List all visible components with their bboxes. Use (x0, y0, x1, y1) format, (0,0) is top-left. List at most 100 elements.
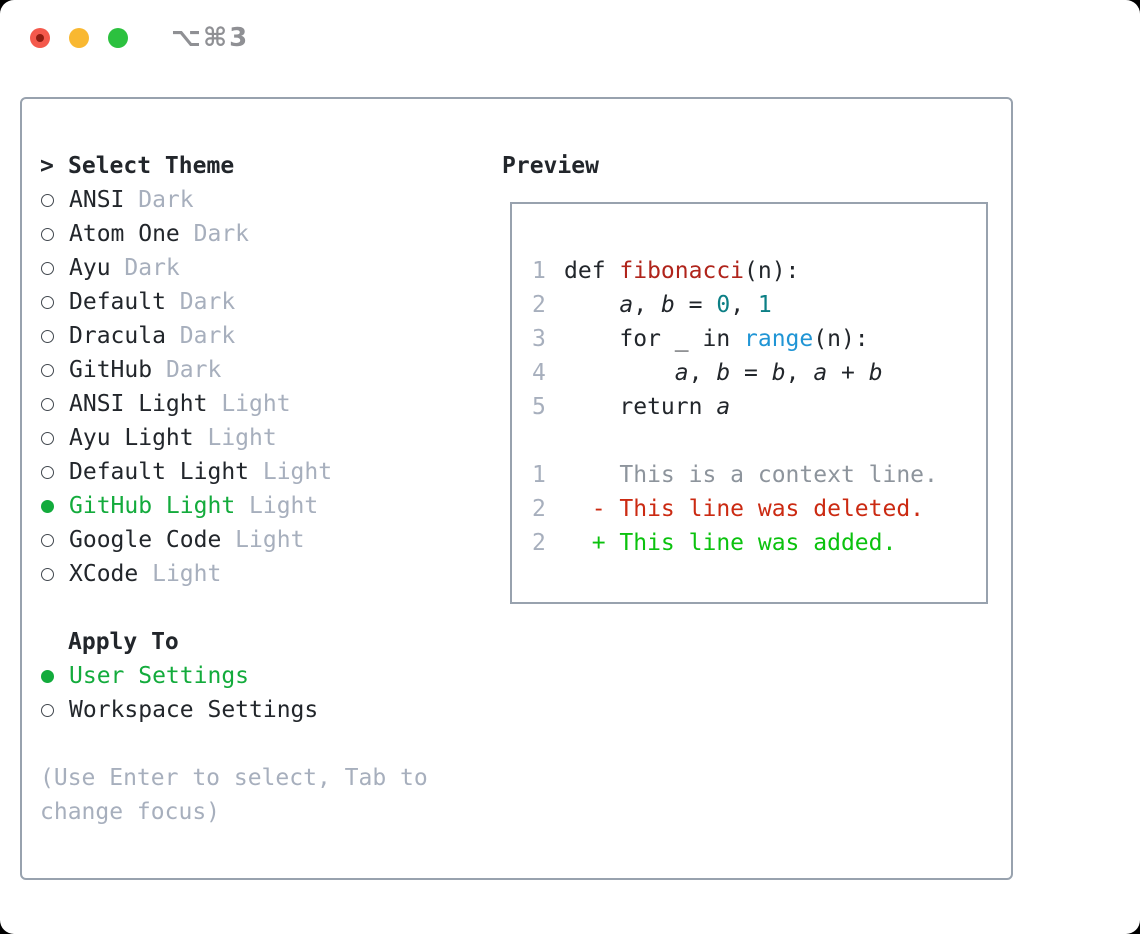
token-var: b (660, 292, 675, 318)
token-num: 0 (716, 292, 731, 318)
theme-item-ayu-light[interactable]: Ayu Light Light (40, 421, 502, 455)
theme-item-ansi-light[interactable]: ANSI Light Light (40, 387, 502, 421)
token-fg: for _ in (564, 326, 745, 352)
apply-option-user-settings[interactable]: User Settings (40, 659, 502, 693)
line-number: 2 (532, 530, 546, 556)
preview-header-row: Preview (502, 149, 1011, 183)
prompt-icon: > (40, 153, 54, 179)
zoom-button[interactable] (108, 28, 128, 48)
theme-variant: Dark (165, 289, 236, 315)
radio-icon (41, 261, 54, 275)
window-title: ⌥⌘3 (171, 23, 250, 53)
line-number: 4 (532, 360, 546, 386)
theme-variant: Dark (124, 187, 194, 213)
code-text: return a (564, 394, 730, 420)
apply-to-header-row: Apply To (40, 625, 502, 659)
code-text: a, b = 0, 1 (564, 292, 772, 318)
theme-name: GitHub Light (69, 493, 236, 519)
theme-variant: Light (193, 425, 277, 451)
theme-item-default[interactable]: Default Dark (40, 285, 502, 319)
apply-option-label: Workspace Settings (69, 697, 319, 723)
line-number: 5 (532, 394, 546, 420)
token-fg: , (730, 292, 758, 318)
theme-variant: Light (207, 391, 291, 417)
theme-name: GitHub (69, 357, 153, 383)
radio-icon (41, 431, 54, 445)
radio-selected-icon (41, 499, 54, 513)
theme-variant: Dark (179, 221, 250, 247)
theme-variant: Light (138, 561, 222, 587)
token-fg: + (827, 360, 869, 386)
theme-variant: Dark (152, 357, 222, 383)
blank-line (532, 424, 986, 458)
diff-line: 1 This is a context line. (532, 458, 986, 492)
code-text: for _ in range(n): (564, 326, 869, 352)
code-line: 3 for _ in range(n): (532, 322, 986, 356)
theme-name: Default Light (69, 459, 250, 485)
theme-item-github-light[interactable]: GitHub Light Light (40, 489, 502, 523)
token-fg: (n): (813, 326, 869, 352)
radio-icon (41, 193, 54, 207)
theme-name: XCode (69, 561, 139, 587)
minimize-button[interactable] (69, 28, 89, 48)
theme-item-default-light[interactable]: Default Light Light (40, 455, 502, 489)
token-func: fibonacci (619, 258, 745, 284)
token-add: + This line was added. (564, 530, 897, 556)
theme-name: Ayu (69, 255, 111, 281)
code-text: + This line was added. (564, 530, 897, 556)
token-var: b (868, 360, 883, 386)
token-num: 1 (757, 292, 772, 318)
theme-item-atom-one[interactable]: Atom One Dark (40, 217, 502, 251)
token-fg: = (730, 360, 772, 386)
theme-item-google-code[interactable]: Google Code Light (40, 523, 502, 557)
close-button[interactable] (30, 28, 50, 48)
radio-icon (41, 329, 54, 343)
apply-option-workspace-settings[interactable]: Workspace Settings (40, 693, 502, 727)
theme-variant: Light (249, 459, 333, 485)
token-fg: (n): (744, 258, 800, 284)
theme-list-header-row: > Select Theme (40, 149, 502, 183)
theme-name: Ayu Light (69, 425, 194, 451)
spacer (40, 727, 502, 761)
theme-item-dracula[interactable]: Dracula Dark (40, 319, 502, 353)
code-text: - This line was deleted. (564, 496, 924, 522)
preview-title: Preview (502, 153, 599, 179)
theme-item-xcode[interactable]: XCode Light (40, 557, 502, 591)
token-fg: , (633, 292, 661, 318)
theme-item-ansi[interactable]: ANSI Dark (40, 183, 502, 217)
diff-line: 2 - This line was deleted. (532, 492, 986, 526)
token-var: b (716, 360, 731, 386)
diff-line: 2 + This line was added. (532, 526, 986, 560)
theme-item-ayu[interactable]: Ayu Dark (40, 251, 502, 285)
token-del: - This line was deleted. (564, 496, 925, 522)
apply-to-title: Apply To (68, 629, 179, 655)
token-var: a (716, 394, 731, 420)
code-text: def fibonacci(n): (564, 258, 799, 284)
token-fg: , (785, 360, 814, 386)
theme-name: Default (69, 289, 166, 315)
radio-icon (41, 363, 54, 377)
token-fg (564, 292, 619, 318)
titlebar: ⌥⌘3 (30, 23, 249, 53)
token-fg: return (564, 394, 717, 420)
theme-name: Google Code (69, 527, 222, 553)
token-fg (564, 360, 675, 386)
theme-name: Atom One (69, 221, 180, 247)
token-fg: = (674, 292, 717, 318)
token-var: a (674, 360, 689, 386)
token-fg: def (564, 258, 620, 284)
theme-name: Dracula (69, 323, 166, 349)
theme-item-github[interactable]: GitHub Dark (40, 353, 502, 387)
radio-selected-icon (41, 669, 54, 683)
theme-list-title: Select Theme (68, 153, 235, 179)
token-ctx: This is a context line. (564, 462, 938, 488)
radio-icon (41, 567, 54, 581)
